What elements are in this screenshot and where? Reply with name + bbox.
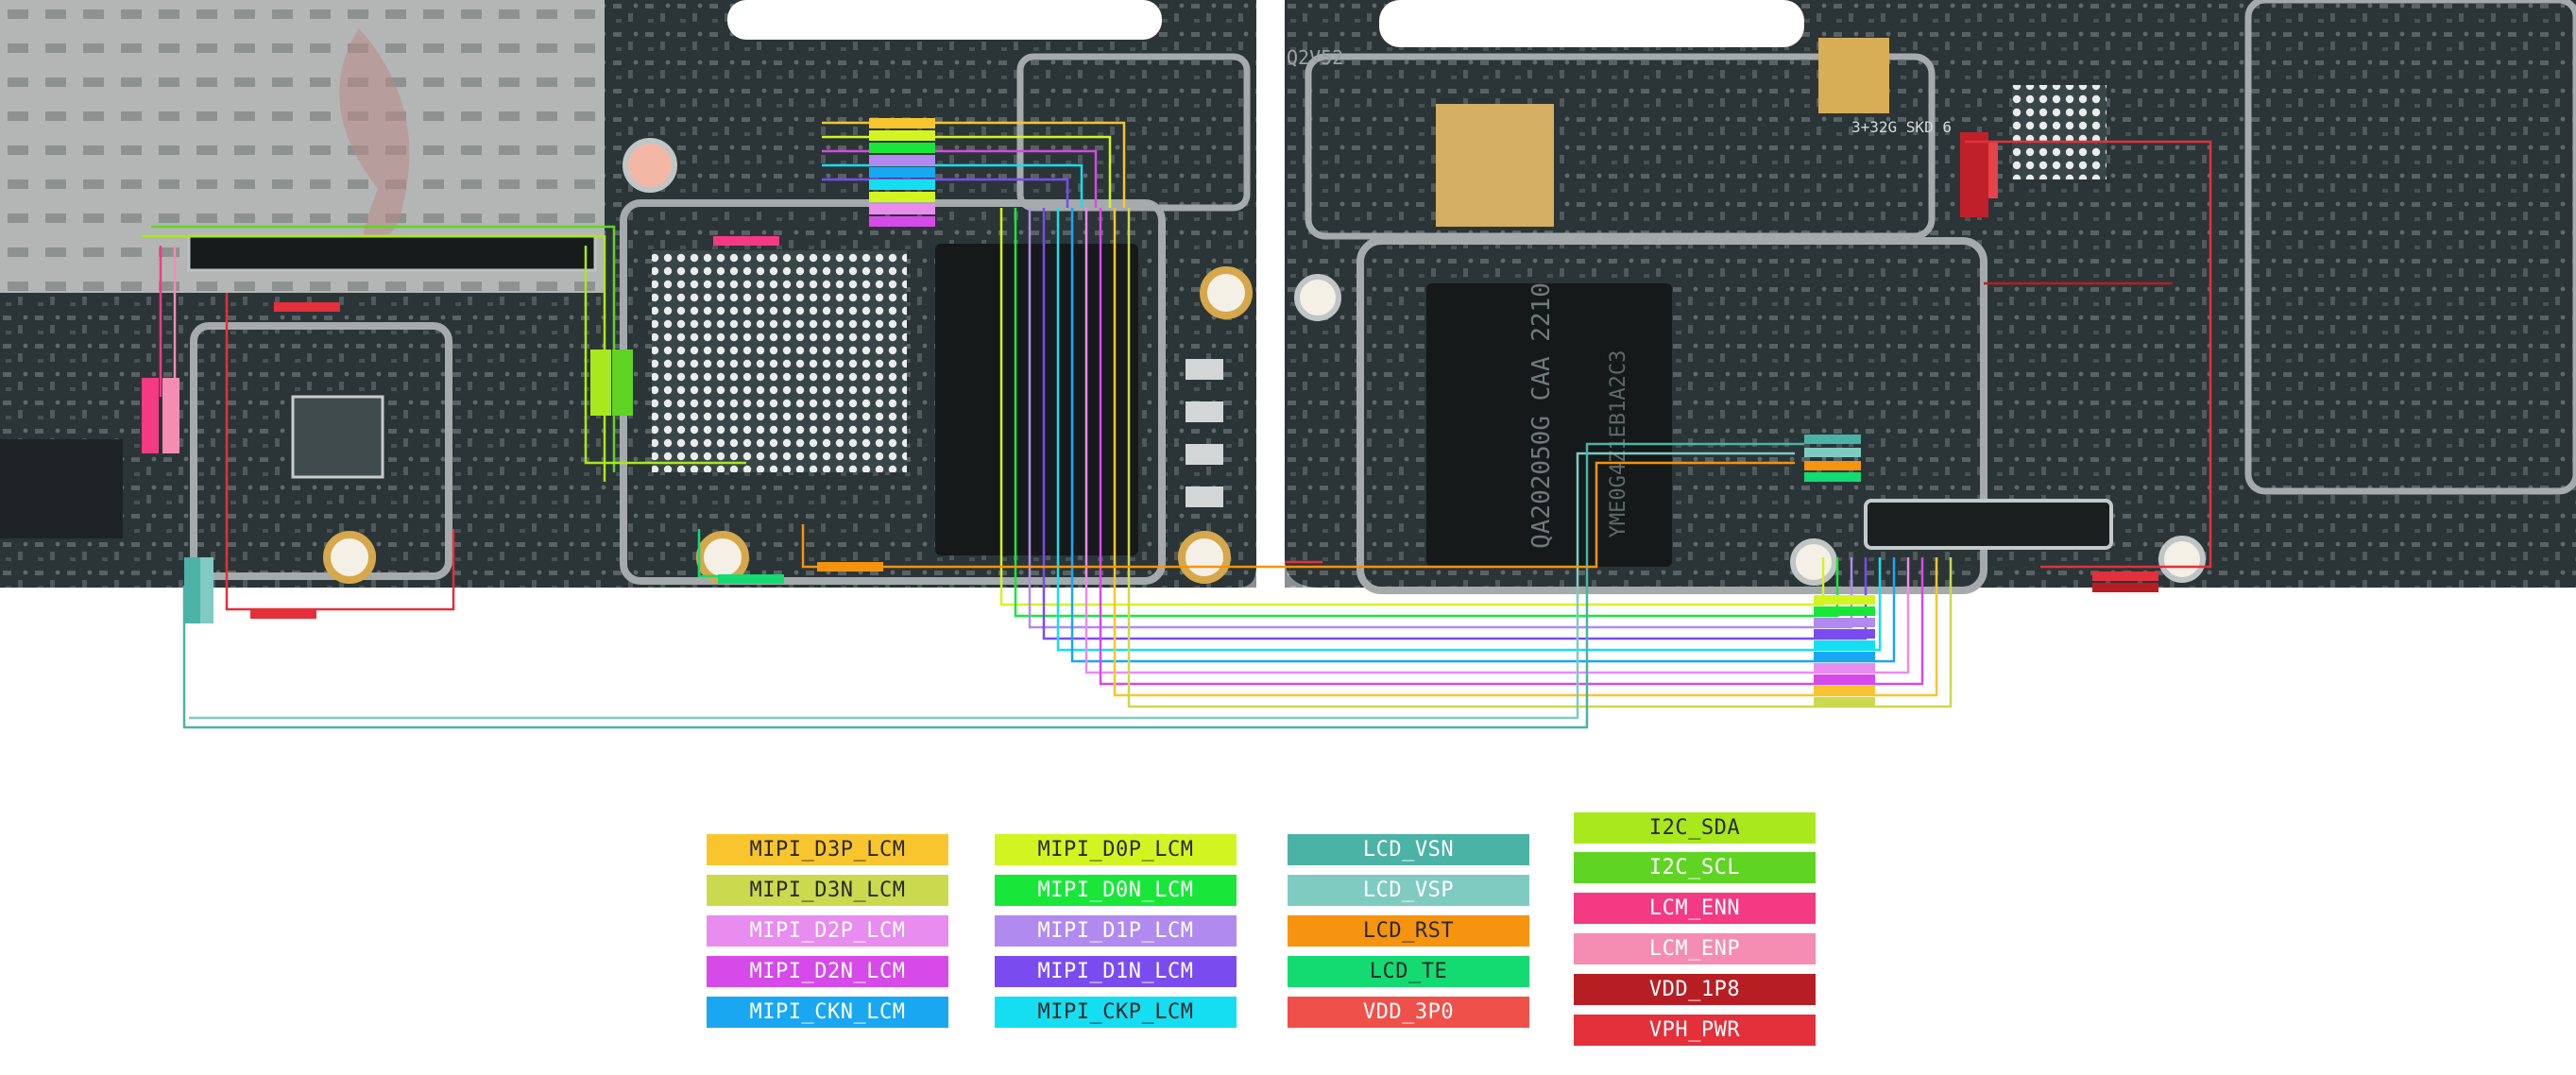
legend-mipi-d0n: MIPI_D0N_LCM <box>995 875 1237 906</box>
gold-can <box>1436 104 1554 227</box>
legend-mipi-d3n: MIPI_D3N_LCM <box>707 875 948 906</box>
memory-chip <box>935 244 1138 555</box>
net-tags <box>142 118 2158 707</box>
board-variant-label: 3+32G SKD 6 <box>1851 118 1952 136</box>
legend-mipi-d0p: MIPI_D0P_LCM <box>995 834 1237 865</box>
pcb-left-half <box>0 0 1256 588</box>
lcd-fpc-connector <box>1864 499 2113 550</box>
legend-lcd-vsp: LCD_VSP <box>1288 875 1529 906</box>
legend-vph-pwr: VPH_PWR <box>1574 1015 1816 1046</box>
legend-lcm-enp: LCM_ENP <box>1574 933 1816 964</box>
legend-mipi-d1p: MIPI_D1P_LCM <box>995 915 1237 947</box>
display-chip <box>1426 283 1672 567</box>
legend-mipi-ckp: MIPI_CKP_LCM <box>995 997 1237 1028</box>
legend-lcd-vsn: LCD_VSN <box>1288 834 1529 865</box>
chip-marking: QA202050G CAA 2210 <box>1527 282 1556 549</box>
legend-i2c-scl: I2C_SCL <box>1574 852 1816 883</box>
legend-lcd-te: LCD_TE <box>1288 956 1529 987</box>
left-ic <box>0 439 123 538</box>
pmic-chip <box>291 395 384 479</box>
legend-lcm-enn: LCM_ENN <box>1574 893 1816 924</box>
legend-lcd-rst: LCD_RST <box>1288 915 1529 947</box>
legend-mipi-ckn: MIPI_CKN_LCM <box>707 997 948 1028</box>
legend-mipi-d2n: MIPI_D2N_LCM <box>707 956 948 987</box>
legend-vdd-3p0: VDD_3P0 <box>1288 997 1529 1028</box>
legend-i2c-sda: I2C_SDA <box>1574 812 1816 844</box>
legend-mipi-d3p: MIPI_D3P_LCM <box>707 834 948 865</box>
pcb-right-half: QA202050G CAA 2210 YME0G4Z1EB1A2C3 Q2V52… <box>1285 0 2576 594</box>
legend-mipi-d2p: MIPI_D2P_LCM <box>707 915 948 947</box>
board-code-label: Q2V52 <box>1287 46 1343 69</box>
legend-mipi-d1n: MIPI_D1N_LCM <box>995 956 1237 987</box>
legend-vdd-1p8: VDD_1P8 <box>1574 974 1816 1005</box>
soc-bga <box>652 250 907 472</box>
